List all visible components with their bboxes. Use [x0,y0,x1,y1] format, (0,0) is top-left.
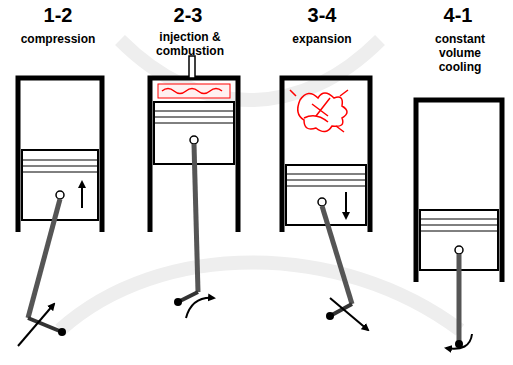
fuel-spray [158,84,230,98]
combustion-burst [290,90,348,132]
stroke-number: 4-1 [428,4,488,26]
cylinder-compression [18,78,102,346]
stroke-name: compression [13,32,103,46]
watermark [60,40,460,330]
stroke-name: injection & combustion [147,30,233,58]
stroke-name: constant volume cooling [427,32,493,74]
cylinder-injection [150,56,238,318]
cylinder-cooling [416,100,502,349]
stroke-number: 2-3 [158,4,218,26]
stroke-name: expansion [277,32,367,46]
stroke-number: 1-2 [28,4,88,26]
stroke-number: 3-4 [292,4,352,26]
fuel-injector [189,56,195,78]
cylinder-expansion [282,78,370,330]
